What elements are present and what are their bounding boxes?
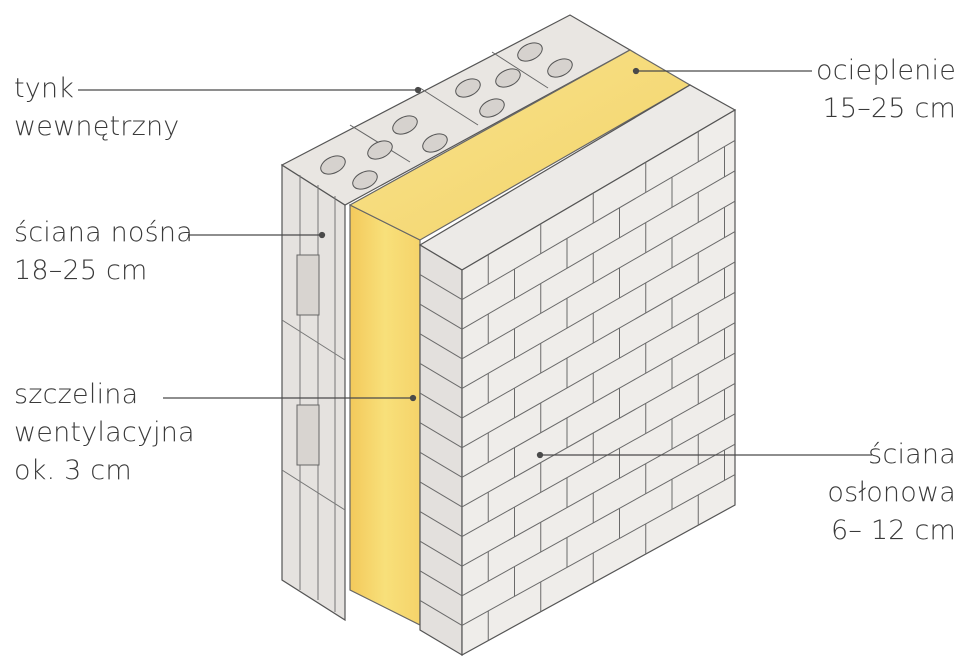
brick-end-joint: [419, 333, 463, 360]
brick-course-line: [461, 352, 736, 508]
brick-course-line: [461, 231, 736, 389]
block-holes: [320, 42, 573, 190]
label-sciana-oslonowa: ściana osłonowa 6– 12 cm: [827, 436, 956, 550]
brick-course-line: [461, 383, 736, 537]
label-sciana-oslonowa-line2: osłonowa: [827, 477, 956, 508]
brick-course-line: [461, 261, 736, 419]
brick-end-joint: [419, 392, 463, 419]
insulation-front: [349, 204, 421, 626]
label-sciana-nosna-line2: 18–25 cm: [14, 255, 148, 286]
label-tynk-line1: tynk: [14, 73, 75, 104]
brick-course-line: [461, 474, 736, 626]
brick-wall-front: [419, 243, 463, 657]
brick-course-line: [461, 170, 736, 330]
brick-end-joint: [419, 363, 463, 389]
brick-end-joint: [419, 511, 463, 537]
brick-course-line: [461, 413, 736, 567]
label-sciana-nosna: ściana nośna 18–25 cm: [14, 214, 193, 290]
brick-course-line: [461, 139, 736, 301]
brick-course-line: [461, 200, 736, 360]
label-ocieplenie-line1: ocieplenie: [816, 55, 956, 86]
label-szczelina-line3: ok. 3 cm: [14, 455, 132, 486]
label-sciana-oslonowa-line1: ściana: [868, 439, 956, 470]
brick-course-line: [461, 443, 736, 597]
label-tynk-line2: wewnętrzny: [14, 111, 180, 142]
brick-end-joint: [419, 451, 463, 478]
brick-end-joint: [419, 599, 463, 626]
brick-end-joint: [419, 422, 463, 449]
brick-end-joint: [419, 540, 463, 567]
label-szczelina-line1: szczelina: [14, 379, 139, 410]
label-tynk: tynk wewnętrzny: [14, 70, 179, 146]
label-ocieplenie-line2: 15–25 cm: [822, 93, 956, 124]
label-szczelina: szczelina wentylacyjna ok. 3 cm: [14, 376, 195, 490]
brick-course-line: [461, 322, 736, 478]
brick-end-joint: [419, 570, 463, 597]
label-sciana-oslonowa-line3: 6– 12 cm: [831, 515, 956, 546]
brick-end-joint: [419, 481, 463, 508]
load-bearing-wall: [280, 14, 632, 622]
brick-courses: [419, 131, 736, 641]
brick-wall-side: [461, 108, 736, 657]
leader-lines: [78, 67, 872, 459]
insulation-layer: [348, 49, 692, 626]
brick-course-line: [461, 291, 736, 449]
label-sciana-nosna-line1: ściana nośna: [14, 217, 193, 248]
brick-end-joint: [419, 274, 463, 301]
label-ocieplenie: ocieplenie 15–25 cm: [816, 52, 956, 128]
load-bearing-wall-front: [281, 163, 346, 622]
brick-end-joint: [419, 303, 463, 330]
label-szczelina-line2: wentylacyjna: [14, 417, 195, 448]
facing-brick-wall: [418, 84, 737, 657]
